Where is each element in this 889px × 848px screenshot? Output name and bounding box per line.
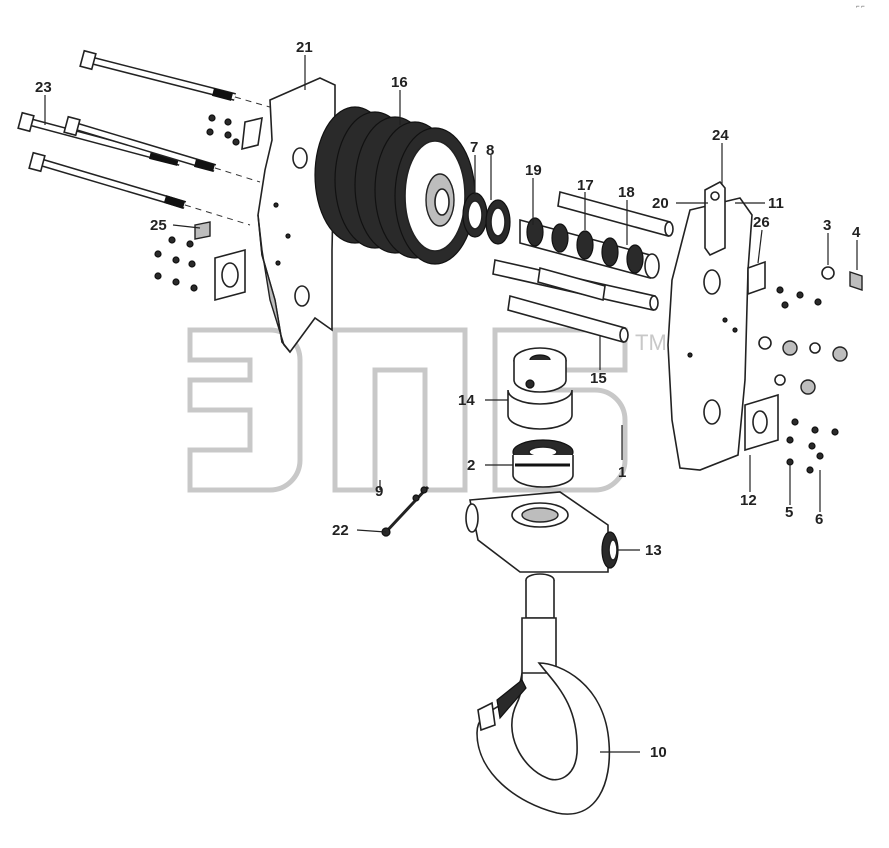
- label-4: 4: [852, 224, 861, 241]
- label-2: 2: [467, 457, 475, 474]
- thrust-bearing: [512, 439, 574, 488]
- label-5: 5: [785, 504, 793, 521]
- label-24: 24: [712, 127, 729, 144]
- trunnion-sleeve: [507, 347, 573, 430]
- part-labels: 21 23 16 25 7 8 19 17 18 24 20 11 26 3 4…: [35, 39, 861, 761]
- label-17: 17: [577, 177, 594, 194]
- left-side-plate: [257, 77, 336, 354]
- right-small-hardware: [744, 260, 863, 474]
- label-7: 7: [470, 139, 478, 156]
- label-15: 15: [590, 370, 607, 387]
- right-side-plate: [667, 180, 753, 471]
- label-25: 25: [150, 217, 167, 234]
- label-16: 16: [391, 74, 408, 91]
- corner-mark: ⌐ ⌐: [856, 4, 865, 10]
- crosshead: [465, 491, 619, 573]
- label-11: 11: [768, 195, 784, 212]
- label-8: 8: [486, 142, 494, 159]
- label-1: 1: [618, 464, 626, 481]
- hook: [476, 573, 611, 815]
- label-20: 20: [652, 195, 669, 212]
- label-13: 13: [645, 542, 662, 559]
- label-10: 10: [650, 744, 667, 761]
- long-bolts: [17, 49, 281, 226]
- spacer-shaft: [519, 217, 660, 280]
- label-26: 26: [753, 214, 770, 231]
- label-19: 19: [525, 162, 542, 179]
- watermark: TM: [187, 327, 667, 493]
- bearings: [462, 192, 511, 245]
- grease-fitting: [381, 485, 430, 537]
- label-18: 18: [618, 184, 635, 201]
- left-small-hardware: [154, 114, 263, 302]
- label-14: 14: [458, 392, 475, 409]
- label-21: 21: [296, 39, 313, 56]
- label-9: 9: [375, 483, 383, 500]
- sheave-stack: [314, 106, 476, 265]
- label-6: 6: [815, 511, 823, 528]
- label-23: 23: [35, 79, 52, 96]
- label-3: 3: [823, 217, 831, 234]
- label-12: 12: [740, 492, 757, 509]
- leader-lines: [44, 55, 858, 753]
- label-22: 22: [332, 522, 349, 539]
- tie-rods: [492, 190, 674, 344]
- watermark-tm: TM: [635, 330, 667, 355]
